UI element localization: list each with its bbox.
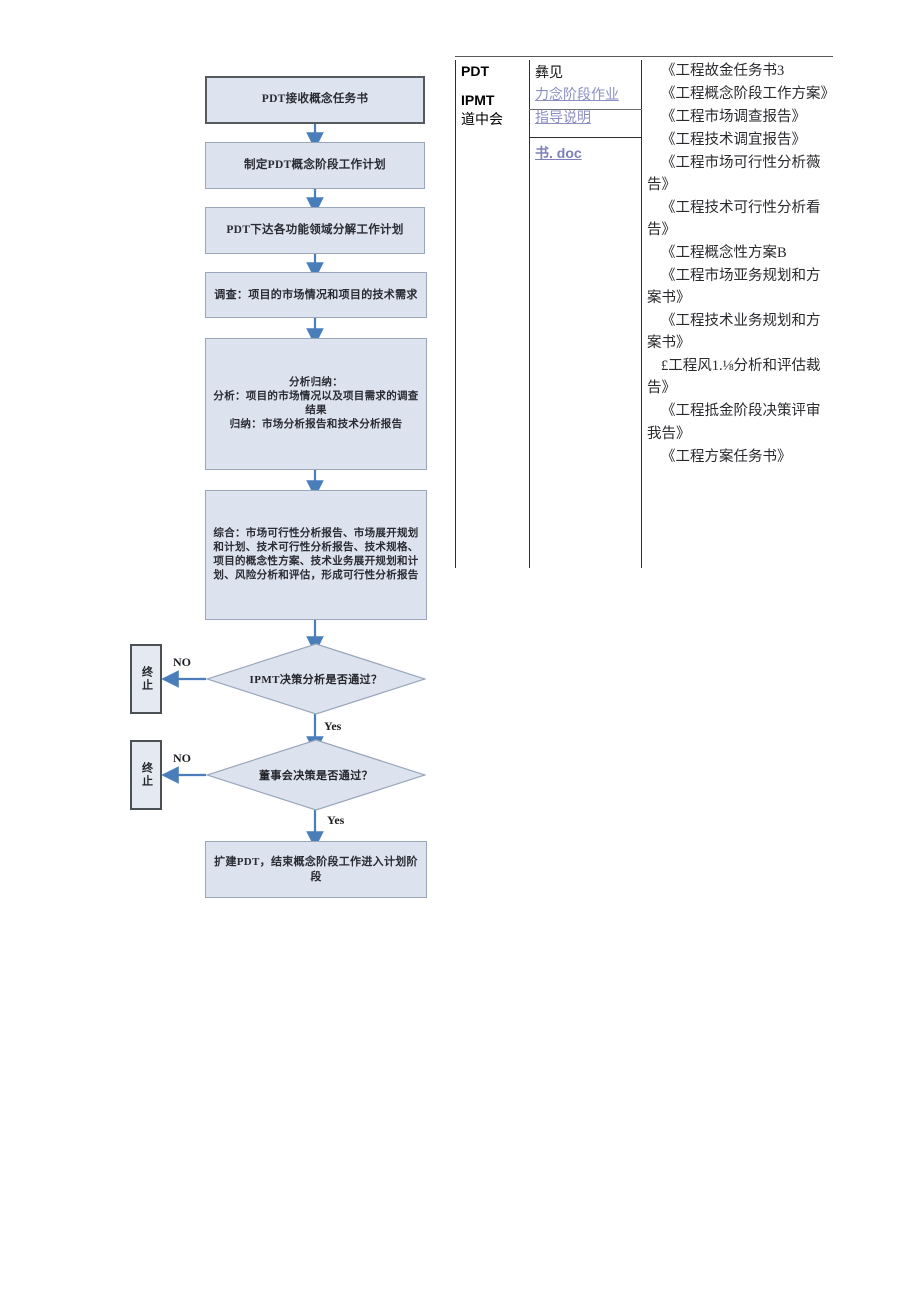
role-ipmt: IPMT bbox=[461, 91, 495, 108]
flow-node-analysis[interactable]: 分析归纳： 分析：项目的市场情况以及项目需求的调查结果 归纳：市场分析报告和技术… bbox=[205, 338, 427, 470]
flow-terminator-stop-2-label: 终止 bbox=[140, 762, 153, 788]
table-vline-left bbox=[455, 60, 456, 568]
flow-node-expand-pdt[interactable]: 扩建PDT，结束概念阶段工作进入计划阶段 bbox=[205, 841, 427, 898]
flow-decision-board[interactable]: 董事会决策是否通过？ bbox=[206, 739, 426, 811]
table-top-border bbox=[455, 56, 833, 57]
output-item: 《工程概念性方案B bbox=[661, 245, 787, 262]
table-hline-a bbox=[529, 109, 642, 110]
edge-label-no-2: NO bbox=[173, 751, 191, 765]
output-item: 《工程市场可行性分析薇告》 bbox=[647, 155, 821, 194]
table-vline-2 bbox=[641, 60, 642, 568]
output-item: 《工程方案任务书》 bbox=[661, 448, 792, 465]
output-item: 《工程概念阶段工作方案》 bbox=[661, 86, 835, 103]
flow-node-plan-label: 制定PDT概念阶段工作计划 bbox=[244, 158, 386, 171]
role-pdt: PDT bbox=[461, 63, 489, 79]
output-item: 《工程故金任务书3 bbox=[661, 63, 785, 79]
doc-link-line-2[interactable]: 指导说明 bbox=[535, 108, 591, 125]
flow-node-assign[interactable]: PDT下达各功能领域分解工作计划 bbox=[205, 207, 425, 254]
table-hline-b bbox=[529, 137, 642, 138]
output-item: 《工程技术调宜报告》 bbox=[661, 132, 806, 149]
role-spacer bbox=[461, 81, 525, 91]
output-item: 《工程技术可行性分析看告》 bbox=[647, 200, 821, 239]
flow-node-survey[interactable]: 调查：项目的市场情况和项目的技术需求 bbox=[205, 272, 427, 318]
table-cell-document: 彝见 力念阶段作业 指导说明 书. doc bbox=[535, 62, 640, 165]
role-board: 道中会 bbox=[461, 110, 503, 127]
flow-node-analysis-label: 分析归纳： 分析：项目的市场情况以及项目需求的调查结果 归纳：市场分析报告和技术… bbox=[213, 376, 419, 431]
flow-node-synthesis[interactable]: 综合：市场可行性分析报告、市场展开规划和计划、技术可行性分析报告、技术规格、项目… bbox=[205, 490, 427, 620]
table-cell-outputs: 《工程故金任务书3 《工程概念阶段工作方案》 《工程市场调查报告》 《工程技术调… bbox=[647, 60, 835, 469]
doc-heading: 彝见 bbox=[535, 64, 563, 80]
flow-node-synthesis-label: 综合：市场可行性分析报告、市场展开规划和计划、技术可行性分析报告、技术规格、项目… bbox=[213, 527, 419, 582]
edge-label-yes-1: Yes bbox=[324, 719, 342, 733]
output-item: £工程风1.⅛分析和评估裁告》 bbox=[647, 358, 821, 397]
flow-terminator-stop-1-label: 终止 bbox=[140, 666, 153, 692]
doc-link-line-3[interactable]: 书. doc bbox=[535, 145, 582, 162]
edge-label-no-1: NO bbox=[173, 655, 191, 669]
table-cell-roles: PDT IPMT 道中会 bbox=[461, 62, 525, 129]
flow-node-start[interactable]: PDT接收概念任务书 bbox=[205, 76, 425, 124]
flowchart-connectors bbox=[161, 124, 324, 849]
flow-terminator-stop-2[interactable]: 终止 bbox=[130, 740, 162, 810]
table-vline-1 bbox=[529, 60, 530, 568]
flow-terminator-stop-1[interactable]: 终止 bbox=[130, 644, 162, 714]
flowchart-diagram: PDT接收概念任务书 制定PDT概念阶段工作计划 PDT下达各功能领域分解工作计… bbox=[0, 0, 460, 930]
edge-label-yes-2: Yes bbox=[327, 813, 345, 827]
flow-node-plan[interactable]: 制定PDT概念阶段工作计划 bbox=[205, 142, 425, 189]
flow-node-survey-label: 调查：项目的市场情况和项目的技术需求 bbox=[214, 288, 418, 301]
output-item: 《工程市场亚务规划和方案书》 bbox=[647, 268, 821, 307]
flow-decision-ipmt[interactable]: IPMT决策分析是否通过？ bbox=[206, 643, 426, 715]
deliverables-table: PDT IPMT 道中会 彝见 力念阶段作业 指导说明 书. doc 《工程故金… bbox=[455, 56, 855, 568]
flow-node-expand-pdt-label: 扩建PDT，结束概念阶段工作进入计划阶段 bbox=[214, 855, 418, 883]
flow-node-assign-label: PDT下达各功能领域分解工作计划 bbox=[226, 223, 404, 236]
doc-link-line-1[interactable]: 力念阶段作业 bbox=[535, 86, 619, 102]
flow-node-start-label: PDT接收概念任务书 bbox=[261, 93, 369, 106]
output-item: 《工程市场调查报告》 bbox=[661, 109, 806, 126]
output-item: 《工程技术业务规划和方案书》 bbox=[647, 313, 821, 352]
output-item: 《工程抵金阶段决策评审我告》 bbox=[647, 403, 821, 442]
